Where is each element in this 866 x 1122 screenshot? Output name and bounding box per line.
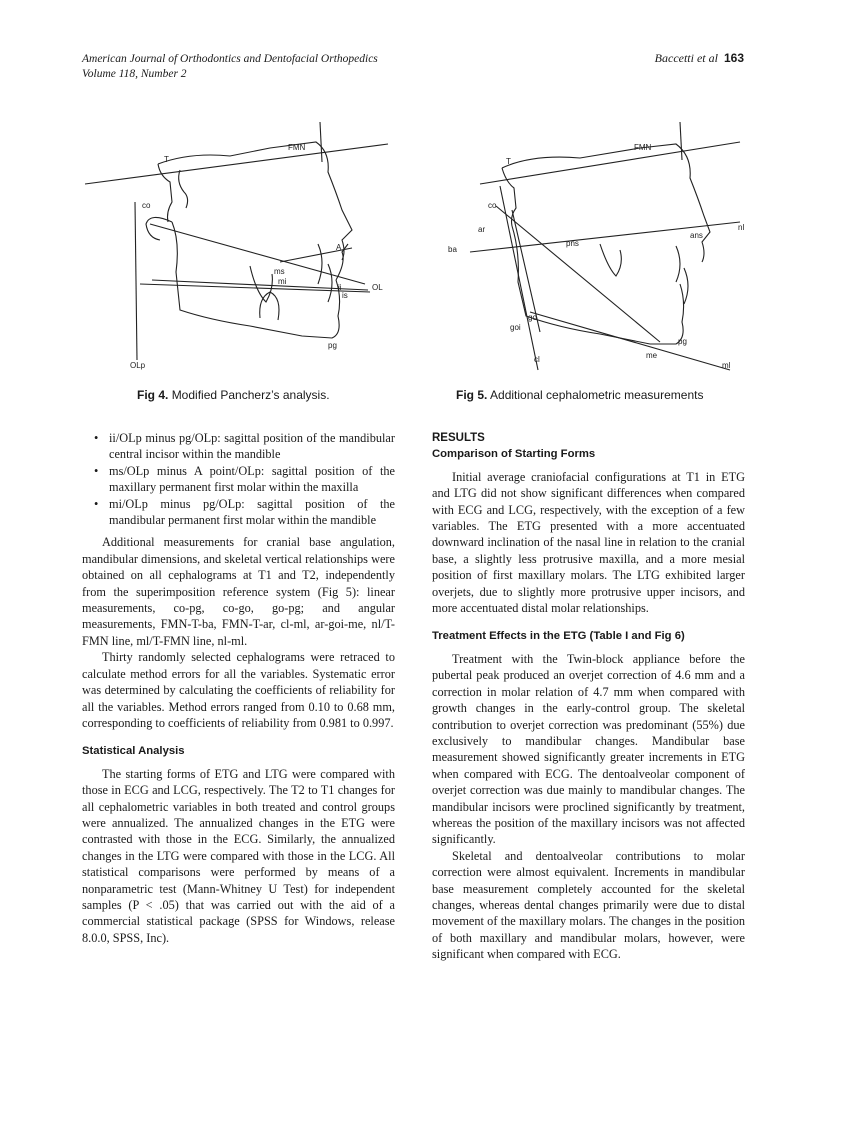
olp-line [134, 201, 138, 361]
fig4-label-olp: OLp [130, 361, 146, 370]
sella-outline [501, 167, 517, 227]
paragraph-starting-forms: Initial average craniofacial configurati… [432, 469, 745, 616]
fmn-line [84, 143, 389, 185]
fig5-label-co: co [488, 201, 497, 210]
figure-5-caption: Fig 5. Additional cephalometric measurem… [456, 388, 703, 402]
paragraph-additional-measurements: Additional measurements for cranial base… [82, 535, 395, 648]
fig5-label-goi: goi [510, 323, 521, 332]
lower-molar [259, 291, 280, 321]
upper-molar [249, 265, 273, 303]
fig4-label-fmn: FMN [288, 143, 306, 152]
nl-line [469, 221, 741, 253]
fig4-label-is: is [342, 291, 348, 300]
fig4-label-ms: ms [274, 267, 285, 276]
paragraph-method-error: Thirty randomly selected cephalograms we… [82, 650, 395, 730]
heading-treatment-effects: Treatment Effects in the ETG (Table I an… [432, 630, 685, 643]
fig5-label-cl: cl [534, 355, 540, 364]
upper-incisor [317, 243, 323, 285]
figure-4-caption: Fig 4. Modified Pancherz’s analysis. [137, 388, 330, 402]
co-pg-line [495, 205, 661, 343]
fig4-label-ii: ii [338, 283, 342, 292]
heading-comparison: Comparison of Starting Forms [432, 448, 596, 461]
cl-line [499, 185, 539, 371]
nasion-vertical [679, 121, 683, 161]
fig4-label-a: A [336, 243, 342, 252]
condyle-outline [145, 216, 173, 241]
upper-incisor [675, 245, 681, 283]
fig5-label-ar: ar [478, 225, 485, 234]
page-number: 163 [723, 51, 744, 65]
heading-results: RESULTS [432, 432, 485, 444]
mandible-outline [511, 225, 685, 345]
figure-4-caption-text: Modified Pancherz’s analysis. [171, 388, 330, 402]
lower-incisor [327, 263, 333, 303]
heading-statistical-analysis: Statistical Analysis [82, 745, 185, 758]
right-column: RESULTS Comparison of Starting Forms Ini… [432, 430, 745, 963]
fig4-label-ol: OL [372, 283, 383, 292]
sella-outline [157, 163, 173, 223]
figure-5: FMN T co ar ba pns ans nl go goi cl pg m… [440, 112, 750, 374]
fig4-label-pg: pg [328, 341, 337, 350]
running-authors: Baccetti et al [654, 51, 718, 65]
fig4-label-co: co [142, 201, 151, 210]
fig5-label-ans: ans [690, 231, 703, 240]
paragraph-statistics: The starting forms of ETG and LTG were c… [82, 766, 395, 945]
skull-outline [501, 143, 711, 263]
fig5-label-pns: pns [566, 239, 579, 248]
ar-go-line [511, 209, 541, 333]
fmn-line [479, 141, 741, 185]
fig5-label-fmn: FMN [634, 143, 652, 152]
figure-5-caption-text: Additional cephalometric measurements [490, 388, 704, 402]
fig5-label-t: T [506, 157, 511, 166]
paragraph-treatment-2: Skeletal and dentoalveolar contributions… [432, 848, 745, 962]
figure-4-tracing: FMN T co A ms mi ii is OL pg OLp [84, 121, 389, 370]
occlusal-line-upper [149, 223, 366, 285]
fig5-label-go: go [528, 313, 537, 322]
figure-4-caption-label: Fig 4. [137, 388, 169, 402]
measurement-list: ii/OLp minus pg/OLp: sagittal position o… [82, 430, 395, 528]
skull-outline [157, 141, 353, 261]
figure-5-caption-label: Fig 5. [456, 388, 488, 402]
fig5-label-pg: pg [678, 337, 687, 346]
upper-molar [599, 243, 622, 277]
fig5-label-ml: ml [722, 361, 731, 370]
list-item: ii/OLp minus pg/OLp: sagittal position o… [82, 430, 395, 463]
fig4-label-mi: mi [278, 277, 287, 286]
list-item: ms/OLp minus A point/OLp: sagittal posit… [82, 463, 395, 496]
running-header-page: Baccetti et al 163 [655, 51, 744, 66]
paragraph-treatment-1: Treatment with the Twin-block appliance … [432, 651, 745, 847]
left-column: ii/OLp minus pg/OLp: sagittal position o… [82, 430, 395, 946]
journal-volume: Volume 118, Number 2 [82, 68, 187, 80]
nasion-vertical [319, 121, 323, 163]
list-item: mi/OLp minus pg/OLp: sagittal position o… [82, 496, 395, 529]
fig4-label-t: T [164, 155, 169, 164]
fig5-label-nl: nl [738, 223, 744, 232]
journal-title: American Journal of Orthodontics and Den… [82, 53, 378, 65]
lower-incisor [683, 267, 689, 305]
figure-5-tracing: FMN T co ar ba pns ans nl go goi cl pg m… [448, 121, 744, 371]
fig5-label-ba: ba [448, 245, 457, 254]
mandible-outline [171, 221, 341, 339]
figure-4: FMN T co A ms mi ii is OL pg OLp [80, 112, 410, 374]
fig5-label-me: me [646, 351, 658, 360]
ml-line [529, 311, 731, 371]
running-header-journal: American Journal of Orthodontics and Den… [82, 52, 378, 82]
